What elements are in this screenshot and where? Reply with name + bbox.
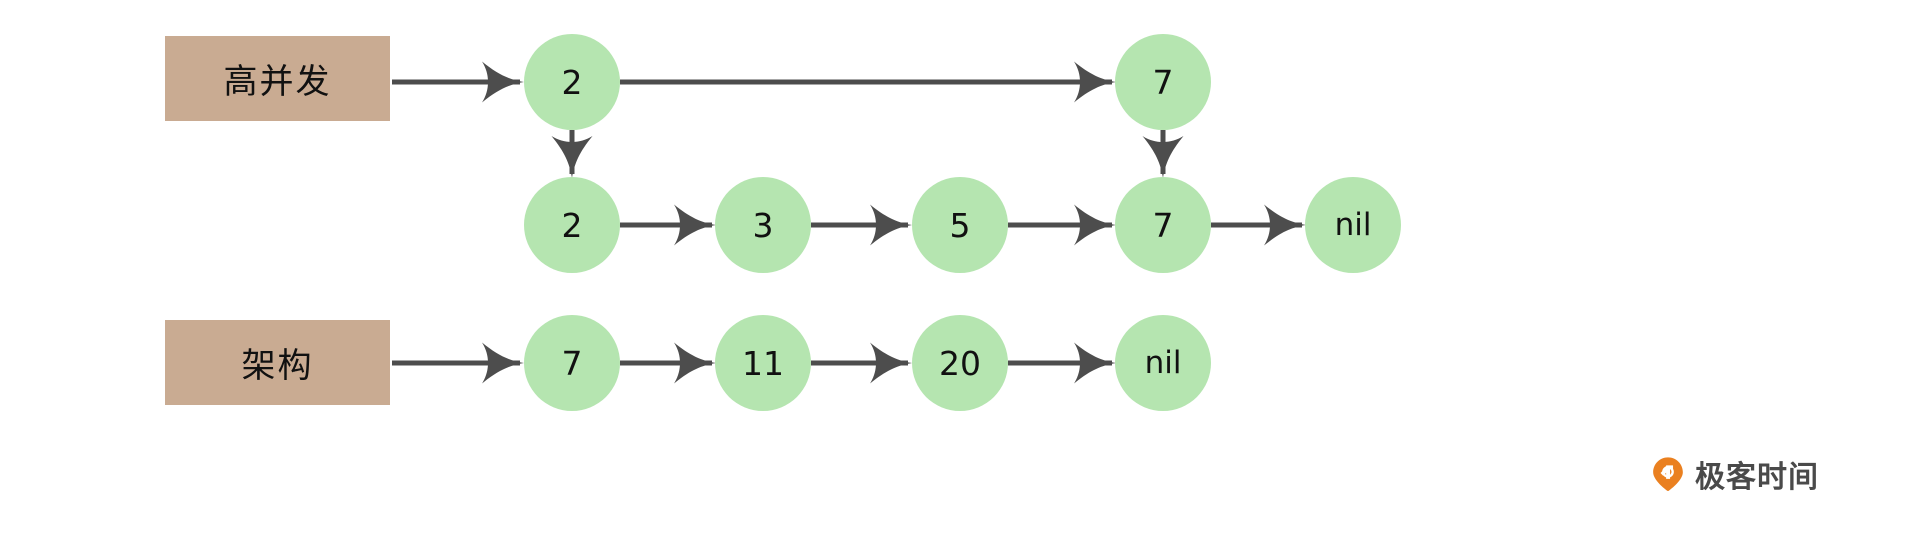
location-pin-icon: [1653, 457, 1683, 492]
node-value: 7: [561, 343, 583, 383]
node-value: nil: [1144, 345, 1182, 381]
node-value: 7: [1152, 62, 1174, 102]
node-mid-7: 7: [1115, 177, 1211, 273]
node-value: 2: [561, 205, 583, 245]
node-bot-11: 11: [715, 315, 811, 411]
label-box-text: 高并发: [223, 62, 332, 102]
node-bot-20: 20: [912, 315, 1008, 411]
geektime-logo: 极客时间: [1650, 452, 1819, 496]
node-value: 3: [752, 205, 774, 245]
node-top-7: 7: [1115, 34, 1211, 130]
node-mid-2: 2: [524, 177, 620, 273]
node-mid-nil: nil: [1305, 177, 1401, 273]
node-value: nil: [1334, 207, 1372, 243]
node-value: 20: [939, 343, 981, 383]
node-bot-7: 7: [524, 315, 620, 411]
node-bot-nil: nil: [1115, 315, 1211, 411]
node-value: 7: [1152, 205, 1174, 245]
label-box-jiagou: 架构: [165, 320, 390, 405]
label-box-text: 架构: [241, 346, 314, 386]
node-value: 5: [949, 205, 971, 245]
node-mid-3: 3: [715, 177, 811, 273]
node-value: 2: [561, 62, 583, 102]
node-mid-5: 5: [912, 177, 1008, 273]
node-value: 11: [742, 343, 784, 383]
label-box-gaobingfa: 高并发: [165, 36, 390, 121]
node-top-2: 2: [524, 34, 620, 130]
geektime-logo-text: 极客时间: [1695, 460, 1819, 495]
